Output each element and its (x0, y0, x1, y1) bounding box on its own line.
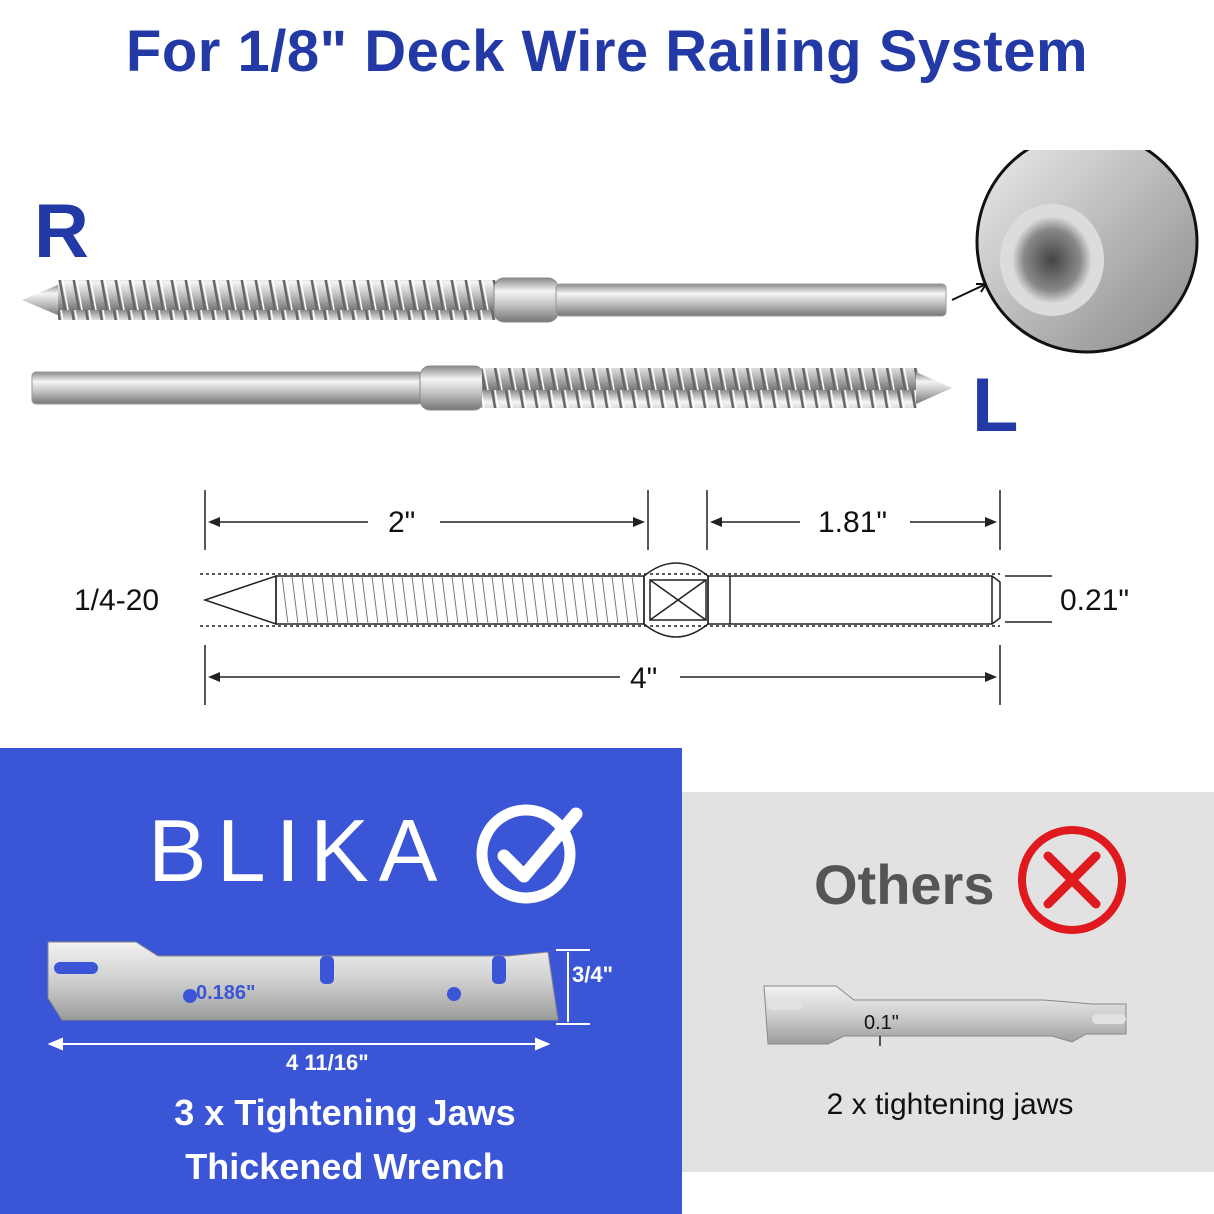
others-thickness-label: 0.1" (864, 1012, 899, 1034)
length-dim-label: 4 11/16" (286, 1050, 369, 1075)
blika-feature-line2: Thickened Wrench (185, 1146, 505, 1187)
right-hand-label: R (34, 189, 89, 274)
cross-icon (1018, 826, 1126, 934)
total-length-dim: 4" (630, 662, 658, 695)
height-dim-label: 3/4" (572, 962, 614, 987)
left-hand-screw (31, 365, 952, 411)
left-hand-label: L (972, 363, 1019, 448)
others-label: Others (814, 853, 995, 916)
dimension-drawing (200, 490, 1052, 705)
check-icon (476, 804, 583, 904)
tube-end-closeup (975, 150, 1199, 354)
screw-illustration (22, 150, 1199, 411)
others-wrench (763, 985, 1127, 1046)
brand-logo: BLIKA (148, 801, 448, 900)
thread-spec-dim: 1/4-20 (74, 584, 160, 617)
diameter-dim: 0.21" (1060, 584, 1130, 617)
others-caption: 2 x tightening jaws (826, 1088, 1074, 1121)
blika-feature-line1: 3 x Tightening Jaws (174, 1092, 516, 1133)
others-panel (682, 792, 1214, 1172)
right-hand-screw (22, 277, 947, 323)
shank-length-dim: 1.81" (818, 506, 888, 539)
hole-dim-label: 0.186" (196, 982, 256, 1004)
blika-wrench (47, 941, 590, 1051)
page-title: For 1/8" Deck Wire Railing System (125, 19, 1089, 84)
thread-length-dim: 2" (388, 506, 416, 539)
